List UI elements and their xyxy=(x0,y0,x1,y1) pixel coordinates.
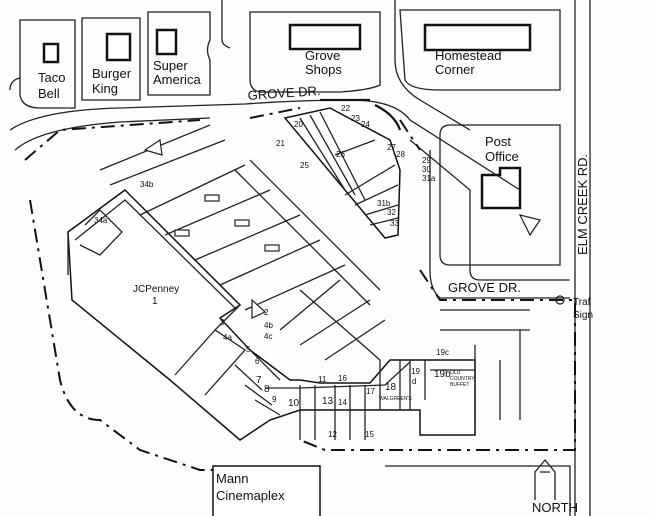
unit-14: 14 xyxy=(338,398,347,407)
post-office-label-2: Office xyxy=(485,149,519,164)
cinemaplex-label-1: Mann xyxy=(216,471,249,486)
unit-18: 18 xyxy=(385,382,397,393)
unit-27: 27 xyxy=(387,143,396,152)
unit-24: 24 xyxy=(361,120,370,129)
north-label: NORTH xyxy=(532,500,578,515)
walgreens-label: WALGREEN'S xyxy=(379,396,412,402)
unit-19b: 19b xyxy=(434,369,451,380)
burger-king-building xyxy=(105,32,132,62)
unit-23: 23 xyxy=(351,114,360,123)
unit-4a: 4a xyxy=(223,333,232,342)
unit-33: 33 xyxy=(390,219,399,228)
unit-15: 15 xyxy=(365,430,374,439)
adjacent-lot xyxy=(385,465,571,516)
unit-5: 5 xyxy=(246,345,251,354)
unit-29: 29 xyxy=(422,156,431,165)
unit-2: 2 xyxy=(264,308,269,317)
ocb-label-3: BUFFET xyxy=(450,382,469,388)
traffic-sign-label-1: Traf xyxy=(573,297,591,308)
unit-9: 9 xyxy=(272,395,277,404)
unit-32: 32 xyxy=(387,208,396,217)
unit-17: 17 xyxy=(366,387,375,396)
super-america-label-2: America xyxy=(153,72,201,87)
super-america-label-1: Super xyxy=(153,58,188,73)
unit-numbers: 2 3 4a 4b 4c 5 6 7 8 9 10 11 12 13 14 15… xyxy=(94,104,451,439)
unit-30: 30 xyxy=(422,165,431,174)
homestead-corner-building xyxy=(423,23,532,52)
burger-king-label-1: Burger xyxy=(92,66,132,81)
grove-dr-north-label: GROVE DR. xyxy=(247,83,321,103)
grove-shops-building xyxy=(288,23,362,51)
unit-4c: 4c xyxy=(264,332,272,341)
unit-10: 10 xyxy=(288,398,300,409)
traffic-sign-label-2: Sign xyxy=(573,310,593,321)
strip-center xyxy=(283,98,402,239)
jcpenney-number: 1 xyxy=(152,296,158,307)
unit-8: 8 xyxy=(264,384,270,395)
homestead-label-1: Homestead xyxy=(435,48,501,63)
post-office-label-1: Post xyxy=(485,134,511,149)
unit-6: 6 xyxy=(255,357,260,366)
grove-dr-east-label: GROVE DR. xyxy=(448,280,521,295)
grove-shops-label-2: Shops xyxy=(305,62,342,77)
burger-king-label-2: King xyxy=(92,81,118,96)
unit-20: 20 xyxy=(294,120,303,129)
unit-28: 28 xyxy=(396,150,405,159)
unit-25: 25 xyxy=(300,161,309,170)
taco-bell-label-1: Taco xyxy=(38,70,65,85)
unit-31a: 31a xyxy=(422,174,436,183)
homestead-label-2: Corner xyxy=(435,62,475,77)
unit-19: 19 xyxy=(411,367,420,376)
super-america-building xyxy=(155,28,178,56)
unit-21: 21 xyxy=(276,139,285,148)
taco-bell-building xyxy=(42,42,60,64)
unit-19c: 19c xyxy=(436,348,449,357)
unit-34b: 34b xyxy=(140,180,154,189)
unit-13: 13 xyxy=(322,396,334,407)
unit-3: 3 xyxy=(220,318,225,327)
unit-19d: d xyxy=(412,377,416,386)
unit-12: 12 xyxy=(328,430,337,439)
elm-creek-rd-label: ELM CREEK RD. xyxy=(575,154,590,255)
ocb-label-2: COUNTRY xyxy=(450,376,475,382)
unit-34a: 34a xyxy=(94,216,108,225)
ocb-label-1: OLD xyxy=(450,370,461,376)
unit-31b: 31b xyxy=(377,199,391,208)
unit-4b: 4b xyxy=(264,321,273,330)
mall-building xyxy=(67,189,476,441)
taco-bell-label-2: Bell xyxy=(38,86,60,101)
grove-shops-label-1: Grove xyxy=(305,48,340,63)
traffic-sign-marker xyxy=(555,295,565,305)
unit-11: 11 xyxy=(318,375,327,384)
unit-26: 26 xyxy=(336,150,345,159)
unit-16: 16 xyxy=(338,374,347,383)
mann-cinemaplex-building xyxy=(212,465,321,516)
jcpenney-label: JCPenney xyxy=(133,284,179,295)
north-arrow-icon xyxy=(534,458,556,500)
post-office-building xyxy=(480,166,522,210)
parking-lot xyxy=(99,124,541,420)
cinemaplex-label-2: Cinemaplex xyxy=(216,488,285,503)
unit-7: 7 xyxy=(256,375,262,386)
unit-22: 22 xyxy=(341,104,350,113)
